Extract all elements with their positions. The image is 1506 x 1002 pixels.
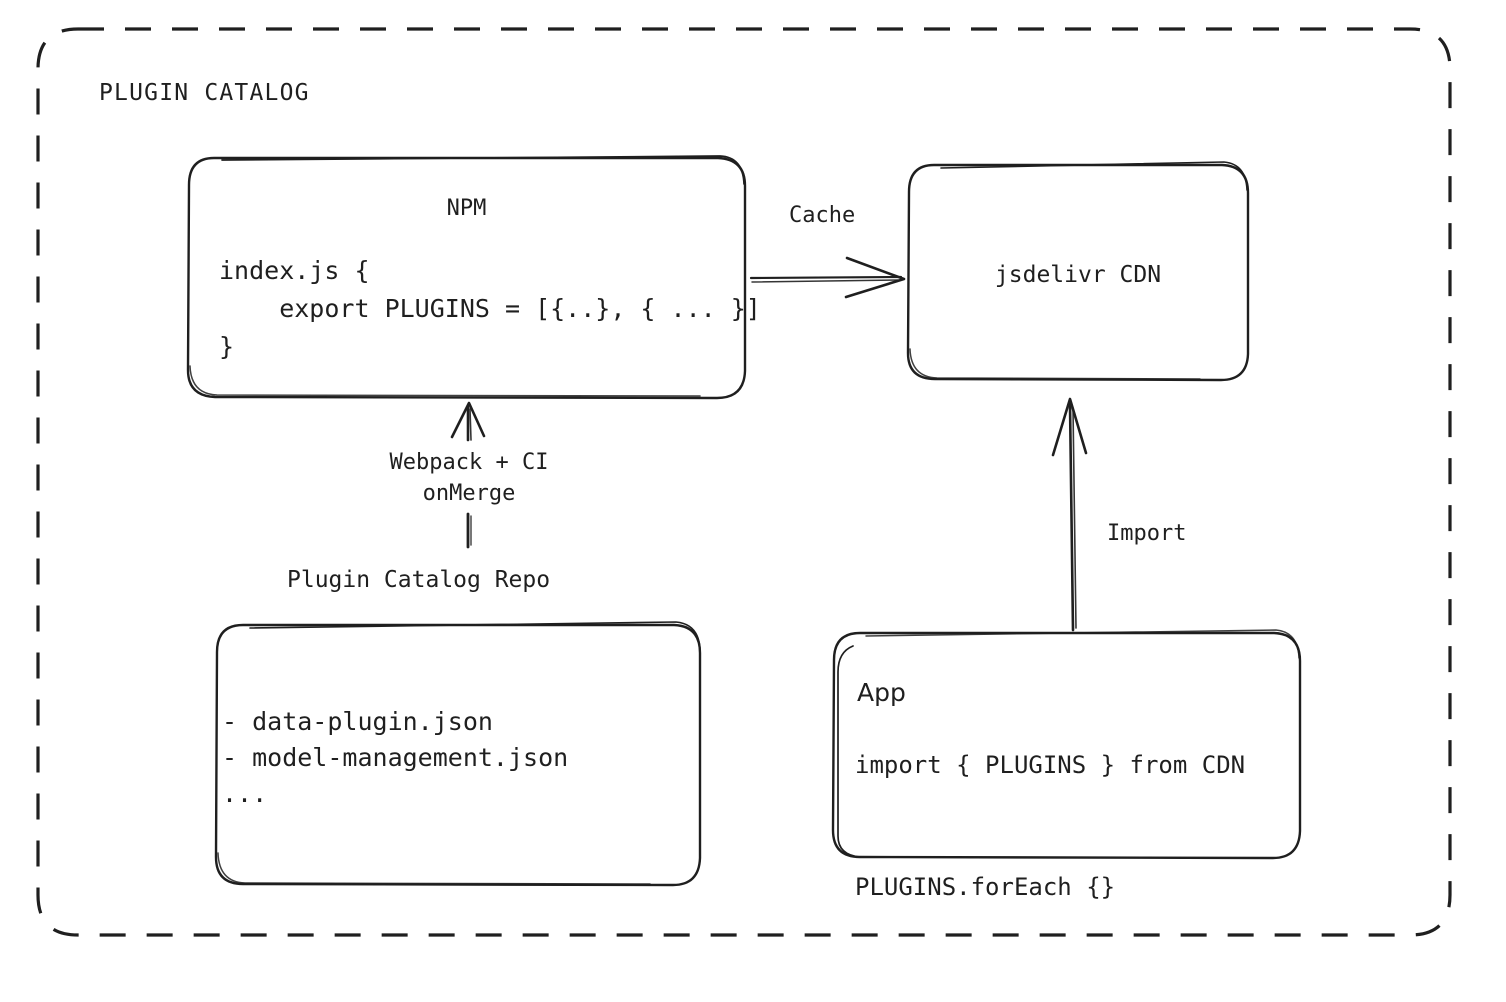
- repo-node-file-list: - data-plugin.json - model-management.js…: [222, 707, 569, 808]
- repo-node-caption: Plugin Catalog Repo: [287, 567, 551, 593]
- edge-import-arrow: [1051, 397, 1088, 632]
- app-node-title: App: [857, 678, 906, 707]
- container-title: PLUGIN CATALOG: [99, 80, 310, 106]
- edge-build-label: Webpack + CI onMerge: [389, 450, 549, 506]
- app-node-code: import { PLUGINS } from CDN PLUGINS.forE…: [855, 751, 1246, 901]
- edge-cache-arrow: [749, 256, 906, 299]
- cdn-node-title: jsdelivr CDN: [994, 262, 1162, 288]
- npm-node-code: index.js { export PLUGINS = [{..}, { ...…: [219, 256, 761, 361]
- edge-import-label: Import: [1107, 521, 1187, 546]
- edge-cache-label: Cache: [789, 203, 856, 228]
- npm-node-title: NPM: [446, 196, 487, 221]
